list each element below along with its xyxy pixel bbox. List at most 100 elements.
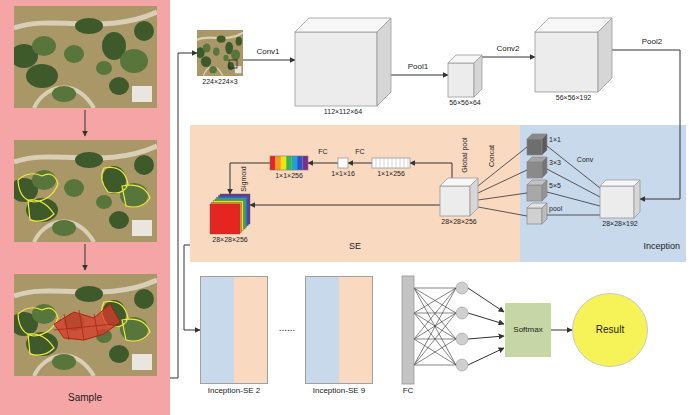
illustration-part — [85, 244, 86, 270]
aerial-samples — [10, 6, 157, 376]
node-label: SE — [349, 241, 361, 251]
free-label: Conv — [577, 156, 593, 164]
vector-bar: 1×1×256 — [372, 158, 410, 168]
bar-cell — [281, 156, 286, 170]
panel: Inception 28×28×192 — [520, 125, 686, 262]
node-shape — [535, 18, 612, 92]
edge-label: Global pool — [461, 137, 469, 172]
free-label: ...... — [279, 322, 296, 334]
illustration-part — [527, 139, 542, 155]
feature-cube: 56×56×64 — [448, 55, 482, 97]
bar-cell — [376, 158, 377, 168]
node-label: 28×28×256 — [212, 236, 247, 244]
bar-cell — [270, 156, 275, 170]
bar-cell — [392, 158, 393, 168]
illustration-part — [54, 310, 114, 340]
node-shape — [402, 276, 414, 384]
connector — [250, 205, 440, 206]
panel: Sample — [0, 0, 170, 415]
free-label: Concat — [488, 145, 496, 167]
illustration-part — [527, 208, 542, 224]
node-label: Inception-SE 9 — [313, 386, 365, 395]
node-label: 112×112×64 — [324, 108, 362, 116]
illustration-part — [478, 170, 527, 193]
scaled-cube: 28×28×256 — [210, 194, 250, 234]
panel: SE 28×28×256 1×1×256 1×1×16 1×1×256 28×28×256 — [190, 125, 520, 262]
block-outline — [201, 277, 268, 384]
cube-front — [535, 32, 598, 92]
illustration-part — [468, 336, 504, 339]
connector — [230, 163, 270, 194]
node-shape — [197, 30, 243, 76]
cube-layer — [210, 204, 240, 234]
bar-cell — [303, 156, 308, 170]
cube-front — [440, 186, 470, 216]
node-label: Softmax — [513, 325, 542, 334]
node-label: Inception — [643, 241, 680, 251]
illustration-part — [478, 207, 527, 216]
cube-side — [598, 18, 612, 92]
result-ellipse — [573, 294, 648, 367]
node-label: 1×1×256 — [275, 172, 303, 180]
connector — [348, 163, 372, 164]
bar-cell — [404, 158, 405, 168]
illustration-part — [468, 313, 504, 324]
fc-layer: FC — [402, 276, 414, 384]
illustration-part — [456, 307, 468, 319]
illustration-part — [542, 134, 547, 155]
block-outline — [306, 277, 373, 384]
node-shape — [270, 156, 308, 170]
edge-label: FC — [355, 148, 364, 156]
bar-cell — [297, 156, 302, 170]
cube-side — [634, 180, 640, 218]
connector — [612, 50, 680, 199]
free-label: pool — [549, 205, 562, 213]
bar-cell — [380, 158, 381, 168]
cube-side — [474, 55, 482, 97]
cube-top — [600, 180, 640, 186]
illustration-part — [547, 146, 600, 188]
node-label: Result — [596, 324, 624, 336]
connector — [551, 330, 572, 331]
edge-label: Conv2 — [496, 44, 519, 53]
inception-half — [200, 276, 234, 384]
illustration-part — [18, 301, 150, 355]
illustration-part — [10, 274, 157, 376]
illustration-part — [547, 192, 600, 206]
free-label: 1×1 — [549, 136, 561, 144]
vector-bar — [270, 156, 308, 170]
inception-se-block: Inception-SE 2 — [200, 276, 268, 384]
se-half — [234, 276, 268, 384]
input-image: 224×224×3 — [197, 30, 243, 76]
branch-lines — [478, 146, 600, 216]
illustration-part — [0, 0, 170, 415]
node-shape — [338, 158, 348, 168]
node-label: 28×28×192 — [602, 220, 637, 228]
node-label: 56×56×192 — [556, 94, 591, 102]
free-label: 5×5 — [549, 182, 561, 190]
vector-square — [338, 158, 348, 168]
edge-label: Pool2 — [642, 37, 662, 46]
illustration-part — [478, 193, 527, 200]
connector — [482, 57, 535, 58]
connector — [243, 60, 295, 61]
illustration-part — [456, 282, 468, 294]
bar-cell — [275, 156, 280, 170]
cube-top — [295, 18, 391, 32]
result-ellipse: Result — [572, 293, 648, 367]
illustration-part — [54, 304, 120, 340]
cube-side — [377, 18, 391, 106]
illustration-part — [190, 125, 520, 262]
illustration-part — [547, 215, 600, 216]
bar-cell — [388, 158, 389, 168]
input-image — [196, 30, 243, 76]
vector-square: 1×1×16 — [338, 158, 348, 168]
se-half — [339, 276, 373, 384]
illustration-part — [85, 110, 86, 136]
edge-label: Pool1 — [408, 62, 428, 71]
illustration-part — [542, 203, 547, 224]
node-label: Inception-SE 2 — [208, 386, 260, 395]
illustration-part — [10, 140, 157, 242]
illustration-part — [10, 6, 157, 108]
